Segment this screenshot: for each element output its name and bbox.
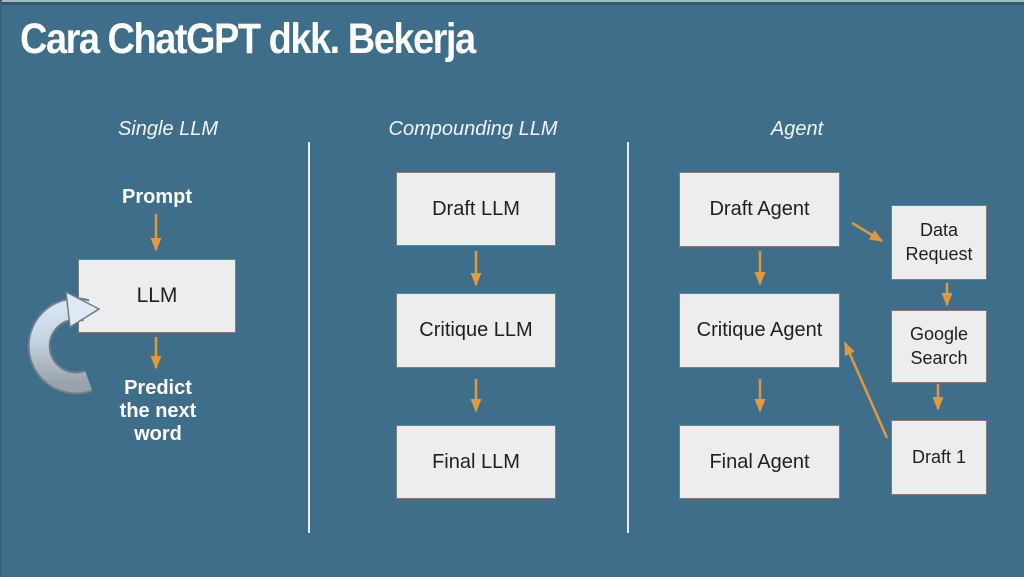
draft-agent-box: Draft Agent	[679, 172, 840, 247]
data-request-box: Data Request	[891, 205, 987, 280]
draft-llm-label: Draft LLM	[432, 197, 520, 220]
google-search-label: Google Search	[909, 324, 969, 368]
slide-top-highlight	[0, 0, 1024, 2]
google-search-box: Google Search	[891, 310, 987, 383]
critique-agent-label: Critique Agent	[696, 319, 823, 341]
arrow-draft1-to-critiqueagent	[843, 341, 889, 439]
draft-agent-label: Draft Agent	[709, 198, 810, 220]
llm-box: LLM	[78, 259, 236, 333]
predict-next-word-label: Predict the next word	[119, 377, 197, 445]
final-agent-label: Final Agent	[709, 450, 810, 473]
slide-title: Cara ChatGPT dkk. Bekerja	[20, 16, 476, 64]
final-llm-label: Final LLM	[432, 450, 520, 473]
critique-agent-box: Critique Agent	[679, 293, 840, 368]
column-header-compounding-llm: Compounding LLM	[388, 118, 558, 140]
column-header-single-llm: Single LLM	[117, 118, 219, 140]
critique-llm-box: Critique LLM	[396, 293, 556, 368]
critique-llm-label: Critique LLM	[419, 319, 533, 341]
slide-left-border	[0, 0, 2, 577]
column-divider-2	[627, 142, 629, 533]
draft-llm-box: Draft LLM	[396, 172, 556, 246]
final-agent-box: Final Agent	[679, 425, 840, 499]
data-request-label: Data Request	[905, 220, 973, 264]
draft-1-box: Draft 1	[891, 420, 987, 495]
arrow-draftagent-to-datarequest	[851, 221, 884, 243]
column-header-agent: Agent	[770, 118, 824, 140]
draft-1-label: Draft 1	[911, 446, 967, 467]
llm-box-label: LLM	[136, 284, 178, 307]
prompt-label: Prompt	[122, 186, 192, 208]
slide-top-border	[0, 2, 1024, 5]
column-divider-1	[308, 142, 310, 533]
final-llm-box: Final LLM	[396, 425, 556, 499]
